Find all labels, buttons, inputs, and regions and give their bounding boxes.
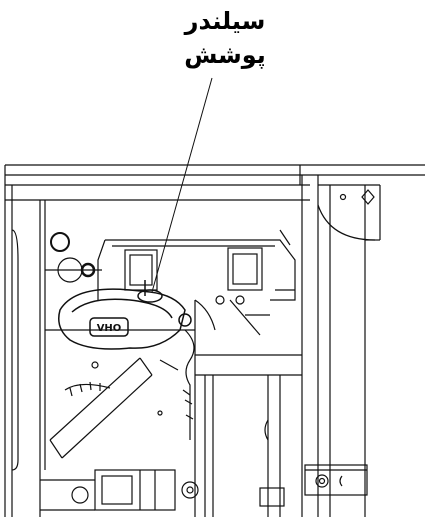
crossbars: [45, 329, 302, 376]
hardware-details: [91, 295, 270, 371]
callout-label-line-1: سیلندر: [184, 7, 266, 35]
gauge-area: [45, 232, 102, 283]
lower-motor-assembly: [40, 469, 285, 511]
linkage: [181, 299, 216, 499]
right-post: [301, 175, 381, 517]
vertical-tubes: [194, 300, 281, 517]
left-frame: [4, 165, 46, 517]
cover-cylinder: VHO: [58, 280, 192, 350]
top-frame: [5, 164, 425, 201]
lower-right-bracket: [304, 464, 368, 496]
diagonal-arm: [49, 357, 163, 459]
upper-housing: [97, 229, 296, 301]
callout-label: سیلندر پوشش: [150, 4, 300, 72]
cylinder-stamp: VHO: [97, 323, 122, 334]
callout-label-line-2: پوشش: [184, 41, 266, 69]
